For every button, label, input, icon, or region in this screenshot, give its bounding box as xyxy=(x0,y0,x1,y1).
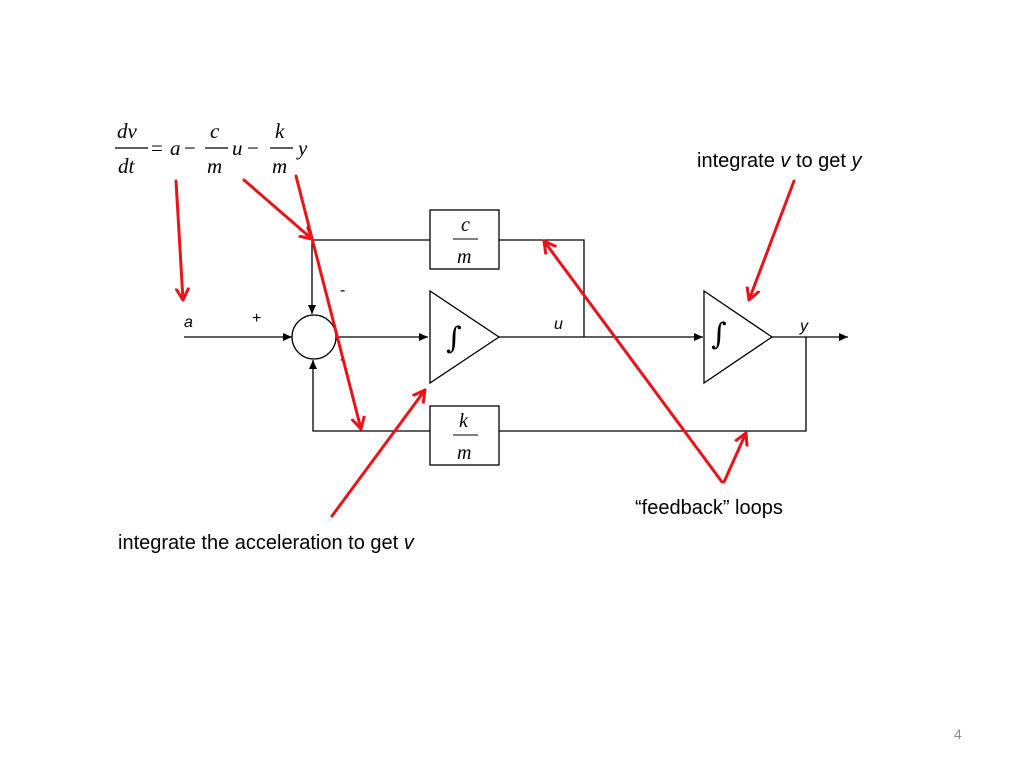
signal-y-label: y xyxy=(799,318,809,335)
arrow-cu-to-top-loop xyxy=(242,178,314,241)
arrow-feedback-bottom xyxy=(722,431,746,484)
spring-block-num: k xyxy=(459,410,469,432)
eq-c: c xyxy=(210,119,220,143)
signal-u-label: u xyxy=(554,316,563,333)
integrator-2: ∫ xyxy=(703,289,774,385)
eq-m-2: m xyxy=(272,154,287,178)
integrator-1: ∫ xyxy=(429,289,501,385)
eq-minus-1: − xyxy=(184,136,196,160)
integrator-1-triangle xyxy=(429,289,501,385)
integrator-2-symbol: ∫ xyxy=(711,317,727,352)
eq-k: k xyxy=(275,119,285,143)
callout-integrate-accel: integrate the acceleration to get v xyxy=(118,532,415,554)
page-number: 4 xyxy=(954,726,962,742)
eq-dt: dt xyxy=(118,154,136,178)
bottom-loop-left xyxy=(309,360,430,432)
callout-integrate-v-middle: to get xyxy=(790,150,851,172)
spring-block-den: m xyxy=(457,442,471,464)
callout-integrate-v-var1: v xyxy=(780,150,791,172)
callout-integrate-v-prefix: integrate xyxy=(697,150,780,172)
callout-integrate-v-var2: y xyxy=(850,150,863,172)
arrow-to-integrator-2 xyxy=(749,179,796,302)
bottom-loop-right xyxy=(499,337,807,432)
eq-minus-2: − xyxy=(247,136,259,160)
plus-sign: + xyxy=(252,310,261,327)
eq-a: a xyxy=(170,136,181,160)
eq-m-1: m xyxy=(207,154,222,178)
arrow-feedback-top xyxy=(542,239,724,484)
callout-integrate-accel-prefix: integrate the acceleration to get xyxy=(118,532,404,554)
callout-integrate-v: integrate v to get y xyxy=(697,150,863,172)
eq-equals: = xyxy=(151,136,163,160)
summing-junction xyxy=(291,314,337,360)
integrator-1-symbol: ∫ xyxy=(446,321,462,356)
damping-gain-block: c m xyxy=(429,209,500,270)
arrow-to-integrator-1 xyxy=(330,388,427,518)
equation: dv dt = a − c m u − k m y xyxy=(115,119,308,178)
callout-integrate-accel-var: v xyxy=(404,532,415,554)
arrow-ky-to-bottom-loop xyxy=(294,174,361,431)
spring-gain-block: k m xyxy=(429,405,500,466)
eq-y: y xyxy=(296,136,308,160)
callout-feedback-loops: “feedback” loops xyxy=(635,497,783,519)
damping-block-den: m xyxy=(457,246,471,268)
minus-sign-top: - xyxy=(340,282,345,299)
annotation-arrows xyxy=(174,174,796,518)
top-loop-right xyxy=(499,239,585,337)
arrow-a-to-input xyxy=(174,179,183,302)
signal-a-label: a xyxy=(184,314,193,331)
damping-block-num: c xyxy=(461,214,470,236)
integrator-2-triangle xyxy=(703,289,774,385)
eq-u: u xyxy=(232,136,243,160)
eq-dv: dv xyxy=(117,119,138,143)
